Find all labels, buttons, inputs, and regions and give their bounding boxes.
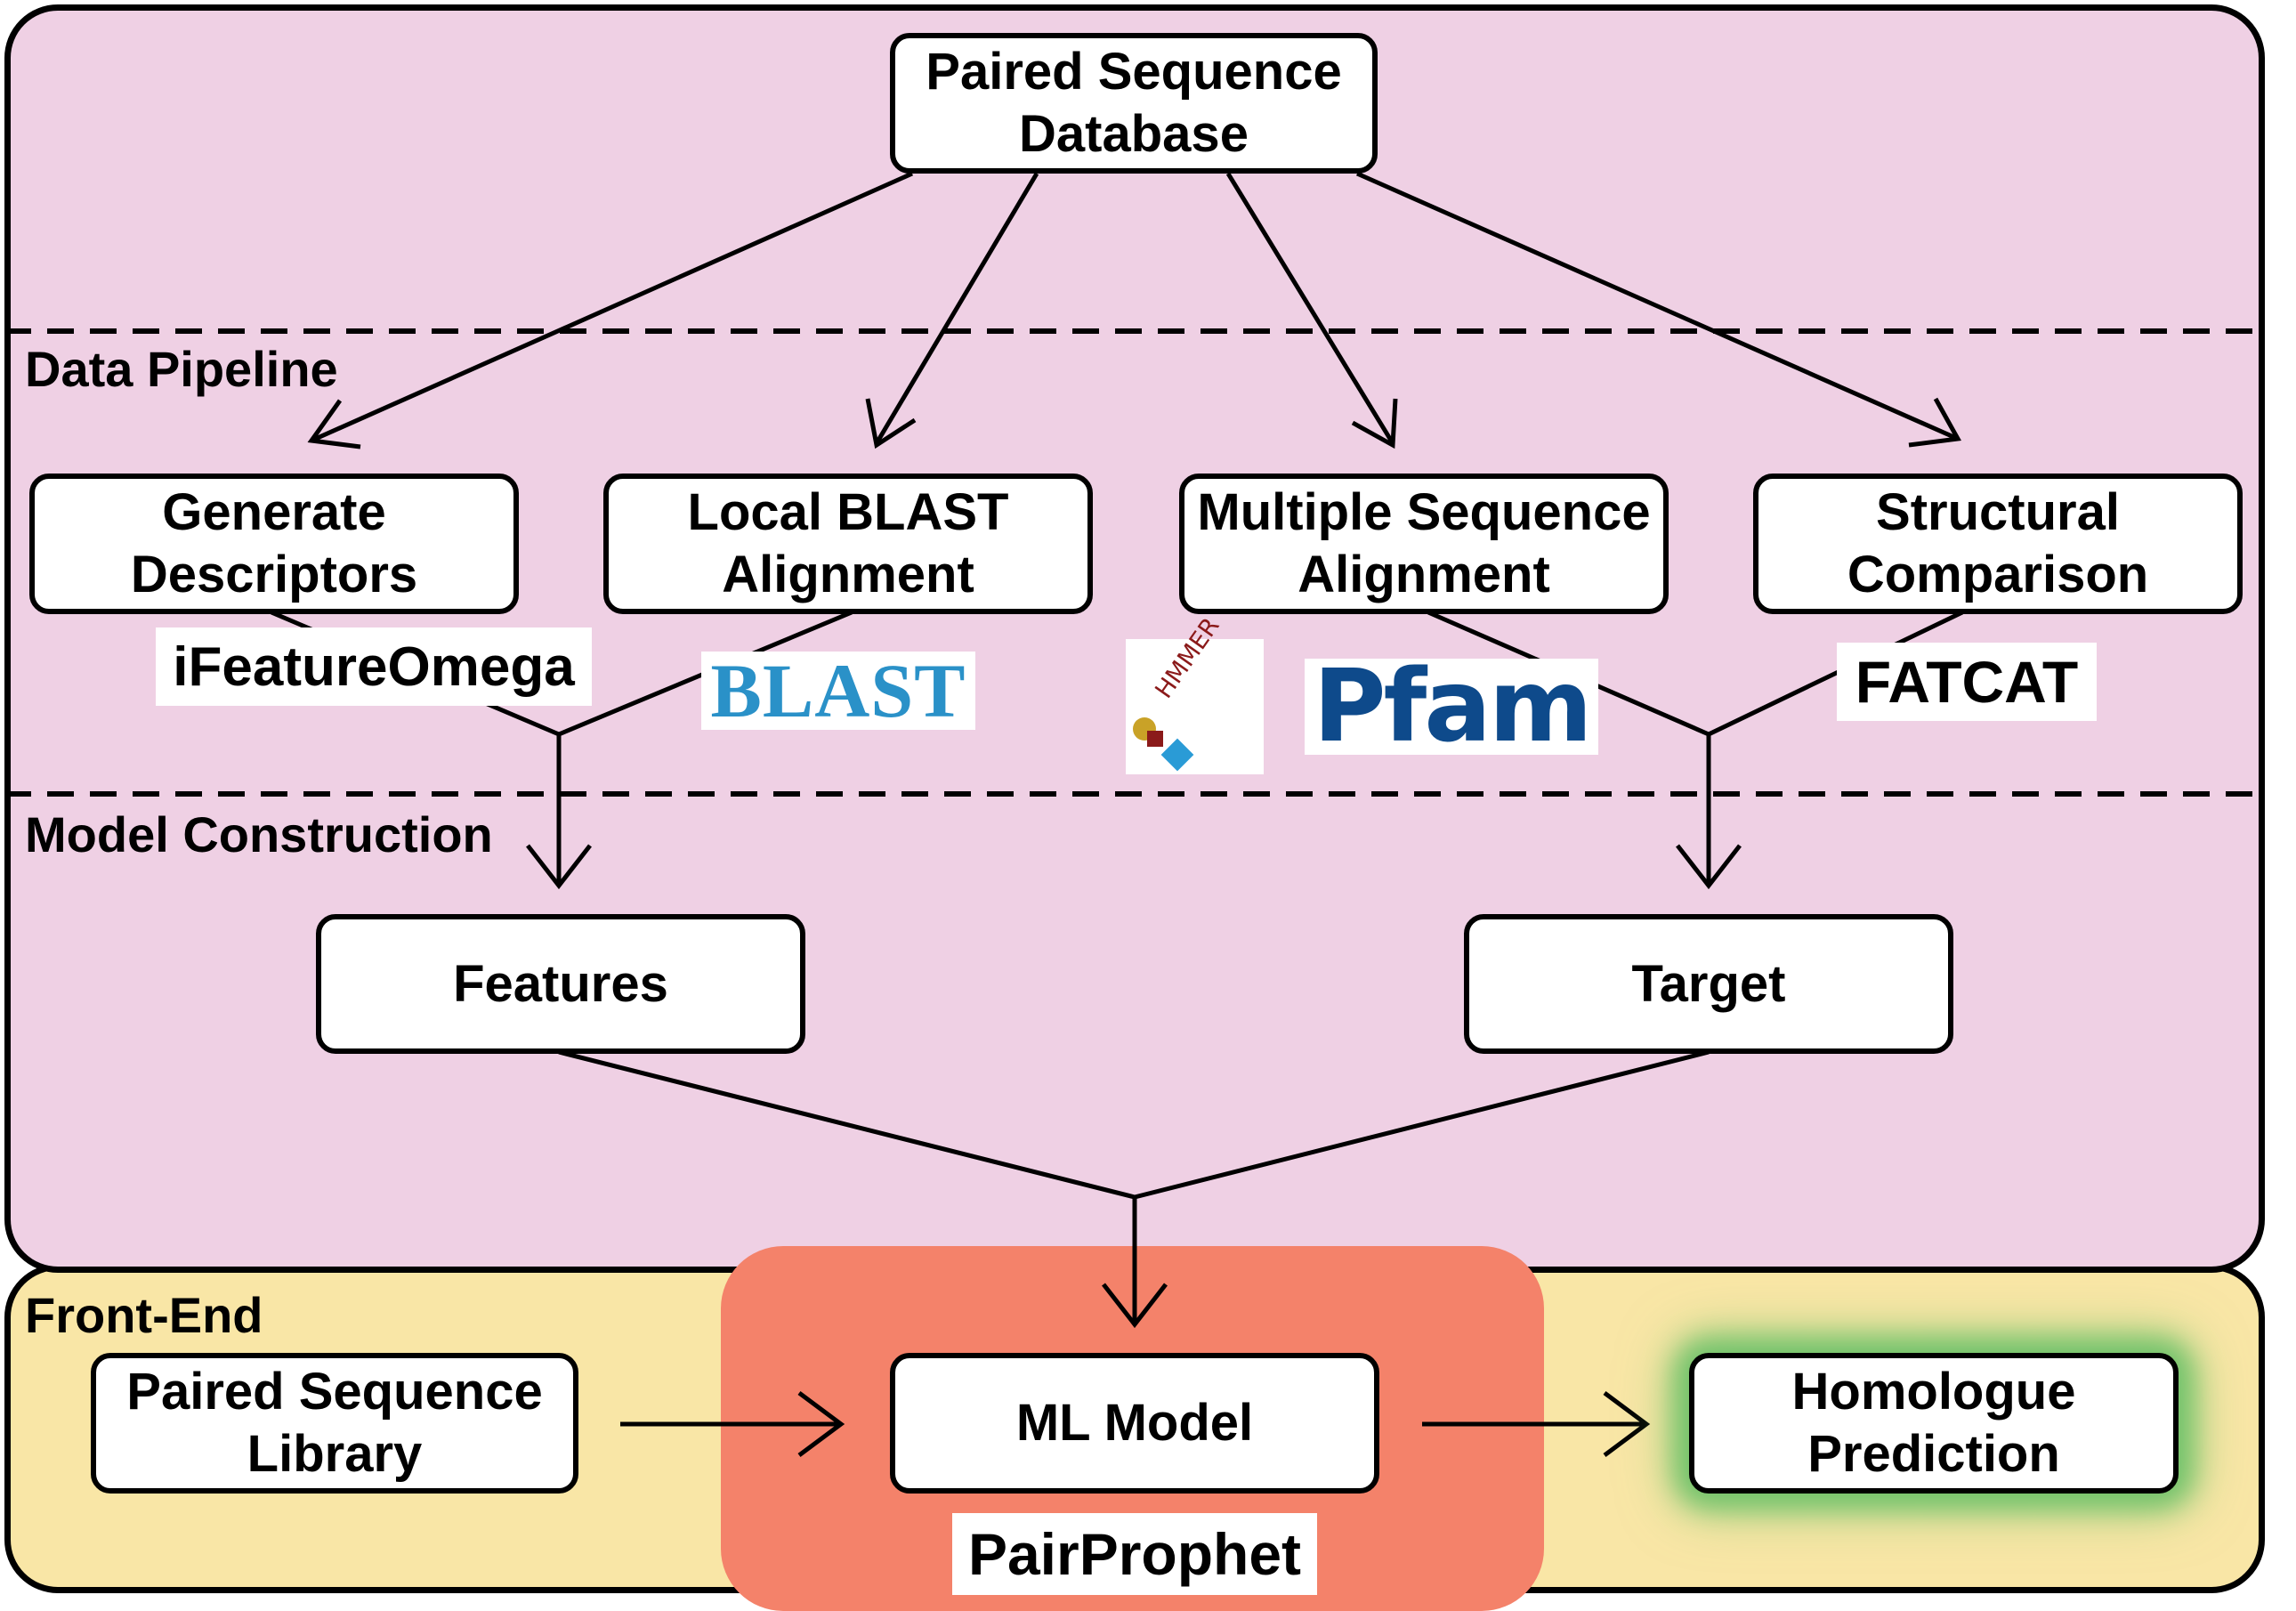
hmmer-diamond-icon	[1160, 738, 1194, 772]
data-pipeline-label: Data Pipeline	[25, 341, 338, 397]
front-end-label: Front-End	[25, 1287, 263, 1343]
edge-features-target-to-model	[558, 1049, 1710, 1329]
edge-database-to-blast	[865, 172, 1039, 449]
local-blast-alignment-box: Local BLAST Alignment	[603, 474, 1093, 614]
pfam-logo: Pfam	[1305, 649, 1598, 765]
paired-sequence-library-box: Paired Sequence Library	[91, 1353, 578, 1494]
edge-database-to-msa	[1225, 172, 1398, 449]
generate-descriptors-box: Generate Descriptors	[29, 474, 519, 614]
blast-logo: BLAST	[701, 648, 975, 733]
ifeatureomega-label: iFeatureOmega	[156, 627, 592, 706]
target-box: Target	[1464, 914, 1953, 1054]
pairprophet-label: PairProphet	[952, 1513, 1317, 1595]
edge-database-to-descriptors	[307, 171, 914, 449]
edge-database-to-structural	[1355, 171, 1961, 448]
paired-sequence-database-box: Paired Sequence Database	[890, 33, 1378, 174]
homologue-prediction-box: Homologue Prediction	[1689, 1353, 2179, 1494]
multiple-sequence-alignment-box: Multiple Sequence Alignment	[1179, 474, 1669, 614]
edge-model-to-prediction	[1422, 1390, 1651, 1458]
model-construction-label: Model Construction	[25, 806, 493, 862]
structural-comparison-box: Structural Comparison	[1753, 474, 2243, 614]
features-box: Features	[316, 914, 805, 1054]
fatcat-label: FATCAT	[1837, 643, 2097, 721]
ml-model-box: ML Model	[890, 1353, 1379, 1494]
edge-library-to-model	[620, 1390, 845, 1458]
hmmer-square-icon	[1147, 731, 1163, 747]
hmmer-logo: HMMER	[1126, 612, 1264, 774]
